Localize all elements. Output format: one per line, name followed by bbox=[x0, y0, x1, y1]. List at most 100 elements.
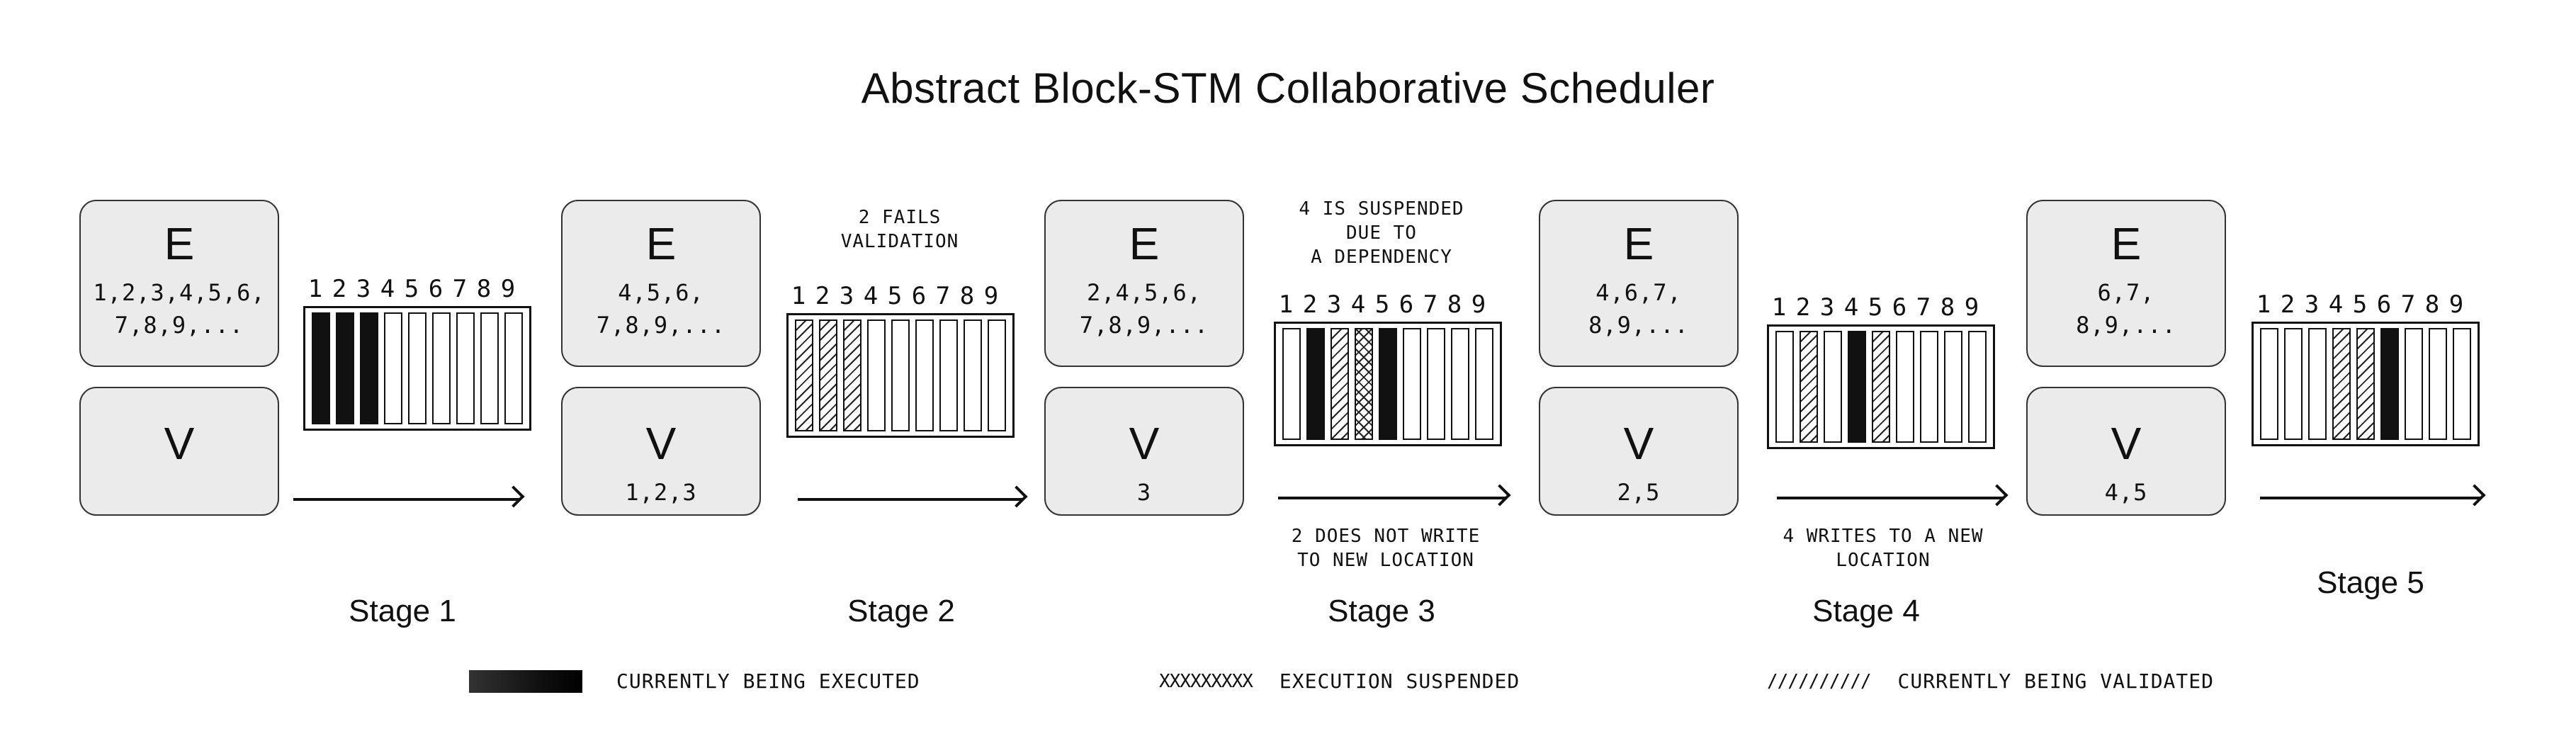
validation-queue-list: 2,5 bbox=[1617, 479, 1661, 506]
transaction-index-label: 9 bbox=[1471, 290, 1486, 319]
transaction-cell-empty bbox=[1403, 328, 1421, 440]
transaction-cell-exec bbox=[360, 312, 378, 424]
stage-5-arrow bbox=[2260, 497, 2481, 499]
legend-executing: CURRENTLY BEING EXECUTED bbox=[469, 669, 920, 693]
transaction-cell-empty bbox=[2453, 328, 2471, 440]
transaction-index-label: 2 bbox=[1795, 293, 1811, 322]
transaction-index-label: 5 bbox=[887, 282, 903, 310]
transaction-index-label: 1 bbox=[791, 282, 806, 310]
transaction-cell-empty bbox=[867, 319, 886, 431]
validation-queue-box-stage-2: V 1,2,3 bbox=[561, 387, 761, 516]
stage-3-note-above: 4 IS SUSPENDED DUE TO A DEPENDENCY bbox=[1299, 198, 1464, 268]
transaction-cell-empty bbox=[2284, 328, 2303, 440]
validation-queue-box-stage-1: V bbox=[79, 387, 279, 516]
transaction-cell-empty bbox=[456, 312, 475, 424]
transaction-index-label: 3 bbox=[1326, 290, 1342, 319]
transaction-index-label: 7 bbox=[452, 275, 468, 303]
transaction-index-label: 9 bbox=[500, 275, 516, 303]
stage-5-label: Stage 5 bbox=[2317, 565, 2424, 600]
stage-4-note-below: 4 WRITES TO A NEW LOCATION bbox=[1783, 526, 1984, 571]
stage-3-label: Stage 3 bbox=[1328, 594, 1435, 628]
transaction-cell-susp bbox=[1355, 328, 1373, 440]
stage-2-arrow bbox=[798, 498, 1023, 501]
transaction-index-label: 6 bbox=[2376, 290, 2392, 319]
transaction-index-label: 6 bbox=[1399, 290, 1414, 319]
execution-queue-letter: E bbox=[2111, 218, 2142, 269]
validation-queue-letter: V bbox=[645, 418, 677, 469]
transaction-cell-val bbox=[2356, 328, 2375, 440]
transaction-cell-empty bbox=[915, 319, 934, 431]
transaction-index-label: 2 bbox=[332, 275, 347, 303]
transaction-index-label: 1 bbox=[1278, 290, 1294, 319]
transaction-cells-frame bbox=[1767, 324, 1995, 449]
transaction-index-label: 4 bbox=[2328, 290, 2344, 319]
transaction-cell-empty bbox=[2429, 328, 2447, 440]
transaction-index-label: 2 bbox=[2280, 290, 2295, 319]
transaction-cell-val bbox=[2332, 328, 2351, 440]
transaction-index-label: 3 bbox=[2304, 290, 2320, 319]
validation-queue-letter: V bbox=[1623, 418, 1654, 469]
validation-queue-letter: V bbox=[1129, 418, 1160, 469]
transaction-index-label: 5 bbox=[1868, 293, 1883, 322]
validation-queue-letter: V bbox=[164, 418, 195, 469]
validation-queue-list: 4,5 bbox=[2104, 479, 2148, 506]
stage-1-label: Stage 1 bbox=[349, 594, 456, 628]
execution-queue-box-stage-4: E 4,6,7, 8,9,... bbox=[1539, 200, 1739, 367]
stage-3-note-below: 2 DOES NOT WRITE TO NEW LOCATION bbox=[1291, 526, 1481, 571]
transaction-index-label: 8 bbox=[1940, 293, 1955, 322]
transaction-index-label: 5 bbox=[1374, 290, 1390, 319]
validation-queue-list: 3 bbox=[1136, 479, 1152, 506]
transaction-index-label: 7 bbox=[1916, 293, 1931, 322]
transaction-cell-val bbox=[795, 319, 813, 431]
transaction-cell-empty bbox=[988, 319, 1006, 431]
transaction-cell-empty bbox=[504, 312, 523, 424]
executing-swatch bbox=[469, 669, 582, 693]
transaction-cell-empty bbox=[964, 319, 982, 431]
transaction-index-label: 8 bbox=[1447, 290, 1462, 319]
transaction-index-label: 2 bbox=[815, 282, 830, 310]
transaction-index-label: 7 bbox=[935, 282, 951, 310]
transaction-cell-empty bbox=[384, 312, 402, 424]
stage-2-note-above: 2 FAILS VALIDATION bbox=[840, 207, 959, 252]
execution-queue-box-stage-5: E 6,7, 8,9,... bbox=[2026, 200, 2226, 367]
transaction-cell-empty bbox=[1282, 328, 1301, 440]
transaction-cell-empty bbox=[432, 312, 451, 424]
execution-queue-list: 1,2,3,4,5,6, 7,8,9,... bbox=[93, 279, 266, 339]
transaction-index-label: 7 bbox=[2400, 290, 2416, 319]
transaction-index-label: 8 bbox=[476, 275, 492, 303]
transaction-cell-empty bbox=[1896, 331, 1914, 443]
execution-queue-list: 4,5,6, 7,8,9,... bbox=[596, 279, 726, 339]
transaction-cells-frame bbox=[1274, 322, 1502, 446]
transaction-cell-empty bbox=[1475, 328, 1493, 440]
transaction-index-label: 9 bbox=[2448, 290, 2464, 319]
transaction-cell-empty bbox=[480, 312, 499, 424]
validation-queue-list: 1,2,3 bbox=[625, 479, 697, 506]
transaction-cell-val bbox=[1331, 328, 1349, 440]
transaction-index-label: 5 bbox=[404, 275, 419, 303]
validation-queue-letter: V bbox=[2111, 418, 2142, 469]
transaction-cell-empty bbox=[2260, 328, 2278, 440]
transaction-index-label: 6 bbox=[911, 282, 927, 310]
suspended-swatch: XXXXXXXXX bbox=[1159, 670, 1253, 692]
transaction-cell-empty bbox=[1427, 328, 1445, 440]
transaction-cell-empty bbox=[1775, 331, 1794, 443]
execution-queue-list: 2,4,5,6, 7,8,9,... bbox=[1079, 279, 1209, 339]
transaction-cell-empty bbox=[1451, 328, 1469, 440]
transaction-cell-exec bbox=[1306, 328, 1325, 440]
transaction-cell-val bbox=[843, 319, 862, 431]
transaction-index-label: 6 bbox=[1892, 293, 1907, 322]
stage-4-label: Stage 4 bbox=[1812, 594, 1920, 628]
transaction-index-label: 4 bbox=[1350, 290, 1366, 319]
transaction-index-label: 3 bbox=[1819, 293, 1835, 322]
diagram-title: Abstract Block-STM Collaborative Schedul… bbox=[861, 64, 1715, 112]
transaction-index-label: 3 bbox=[356, 275, 371, 303]
execution-queue-box-stage-2: E 4,5,6, 7,8,9,... bbox=[561, 200, 761, 367]
transaction-cell-empty bbox=[1824, 331, 1842, 443]
